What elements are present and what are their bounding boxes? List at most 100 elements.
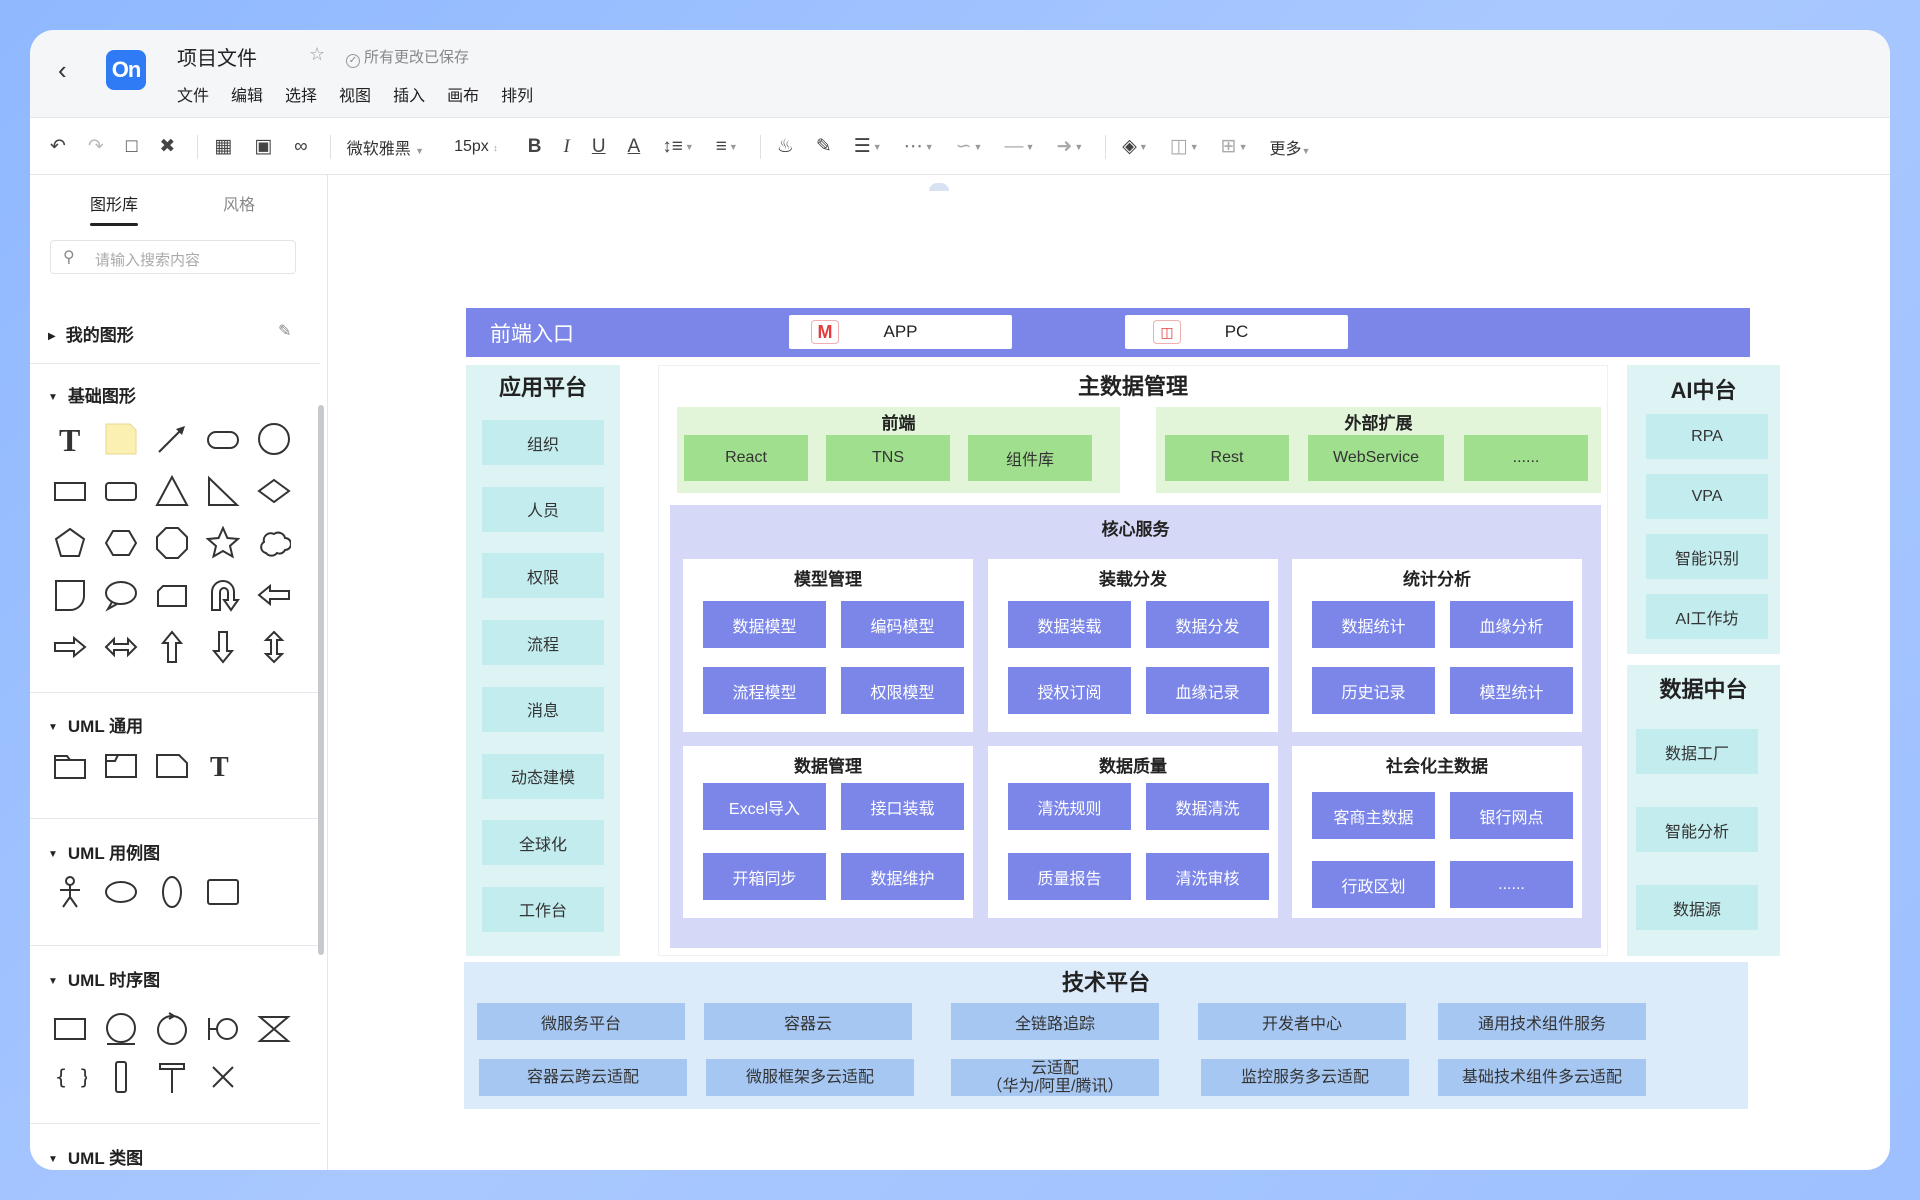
line-width-icon[interactable]: ☰▼ xyxy=(853,136,882,157)
core-service-item[interactable]: 清洗审核 xyxy=(1146,853,1269,900)
entity-icon[interactable] xyxy=(103,1011,139,1047)
edit-icon[interactable]: ✎ xyxy=(278,323,292,340)
right-arrow-icon[interactable] xyxy=(52,629,88,665)
tab-shape-library[interactable]: 图形库 xyxy=(90,191,139,226)
redo-icon[interactable]: ↷ xyxy=(87,136,104,157)
tech-item[interactable]: 全链路追踪 xyxy=(951,1003,1159,1040)
clear-format-icon[interactable]: ✖ xyxy=(159,136,176,157)
core-service-item[interactable]: 清洗规则 xyxy=(1008,783,1131,830)
note-uml-icon[interactable] xyxy=(154,747,190,783)
italic-icon[interactable]: I xyxy=(563,135,570,157)
cloud-icon[interactable] xyxy=(256,525,292,561)
line-color-icon[interactable]: ✎ xyxy=(815,136,832,157)
object-rect-icon[interactable] xyxy=(52,1011,88,1047)
distribute-icon[interactable]: ⊞▼ xyxy=(1220,136,1248,157)
hexagon-icon[interactable] xyxy=(103,525,139,561)
updown-arrow-icon[interactable] xyxy=(256,629,292,665)
line-end-icon[interactable]: ➜▼ xyxy=(1056,136,1084,157)
core-service-item[interactable]: 客商主数据 xyxy=(1312,792,1435,839)
cross-icon[interactable] xyxy=(205,1059,241,1095)
rounded-rect-icon[interactable] xyxy=(205,421,241,457)
external-item[interactable]: WebService xyxy=(1308,435,1444,481)
card-shape-icon[interactable] xyxy=(154,577,190,613)
ai-item[interactable]: RPA xyxy=(1646,414,1768,459)
diamond-icon[interactable] xyxy=(256,473,292,509)
u-arrow-icon[interactable] xyxy=(205,577,241,613)
app-platform-item[interactable]: 消息 xyxy=(482,686,604,732)
app-platform-item[interactable]: 人员 xyxy=(482,486,604,532)
entry-app[interactable]: M APP xyxy=(789,315,1012,349)
app-platform-item[interactable]: 权限 xyxy=(482,553,604,599)
tech-item[interactable]: 容器云 xyxy=(704,1003,912,1040)
core-service-item[interactable]: 银行网点 xyxy=(1450,792,1573,839)
align-icon[interactable]: ≡▼ xyxy=(715,135,738,157)
core-service-item[interactable]: 数据装载 xyxy=(1008,601,1131,648)
core-service-item[interactable]: ...... xyxy=(1450,861,1573,908)
bold-icon[interactable]: B xyxy=(527,135,542,157)
frontend-item[interactable]: 组件库 xyxy=(968,435,1092,481)
ai-item[interactable]: VPA xyxy=(1646,474,1768,519)
link-icon[interactable]: ∞ xyxy=(294,135,308,157)
right-triangle-icon[interactable] xyxy=(205,473,241,509)
app-platform-item[interactable]: 动态建模 xyxy=(482,753,604,799)
circle-icon[interactable] xyxy=(256,421,292,457)
tech-item[interactable]: 微服务平台 xyxy=(477,1003,685,1040)
core-service-item[interactable]: 开箱同步 xyxy=(703,853,826,900)
core-service-item[interactable]: 历史记录 xyxy=(1312,667,1435,714)
font-family-select[interactable]: 微软雅黑 ▼ xyxy=(346,140,425,158)
core-service-item[interactable]: 授权订阅 xyxy=(1008,667,1131,714)
section-uml-general[interactable]: ▼UML 通用 xyxy=(48,712,143,737)
actor-icon[interactable] xyxy=(52,874,88,910)
vertical-ellipse-icon[interactable] xyxy=(154,874,190,910)
lifeline-bar-icon[interactable] xyxy=(103,1059,139,1095)
core-service-item[interactable]: 权限模型 xyxy=(841,667,964,714)
menu-item-1[interactable]: 编辑 xyxy=(231,88,264,105)
back-arrow-icon[interactable]: ‹ xyxy=(58,55,67,85)
section-uml-sequence[interactable]: ▼UML 时序图 xyxy=(48,966,160,991)
document-title[interactable]: 项目文件 xyxy=(177,48,257,70)
control-icon[interactable] xyxy=(154,1011,190,1047)
font-size-select[interactable]: 15px ↕ xyxy=(454,137,498,155)
tech-item[interactable]: 微服框架多云适配 xyxy=(706,1059,914,1096)
core-service-item[interactable]: 数据分发 xyxy=(1146,601,1269,648)
triangle-icon[interactable] xyxy=(154,473,190,509)
section-basic-shapes[interactable]: ▼基础图形 xyxy=(48,382,136,407)
usecase-ellipse-icon[interactable] xyxy=(103,874,139,910)
tech-item[interactable]: 云适配（华为/阿里/腾讯） xyxy=(951,1059,1159,1096)
menu-item-5[interactable]: 画布 xyxy=(447,88,480,105)
app-platform-item[interactable]: 组织 xyxy=(482,420,604,465)
core-service-item[interactable]: 编码模型 xyxy=(841,601,964,648)
core-service-item[interactable]: 接口装载 xyxy=(841,783,964,830)
align-objects-icon[interactable]: ◫▼ xyxy=(1169,136,1199,157)
lifeline-icon[interactable] xyxy=(154,1059,190,1095)
section-uml-usecase[interactable]: ▼UML 用例图 xyxy=(48,839,160,864)
core-service-item[interactable]: 血缘分析 xyxy=(1450,601,1573,648)
tab-style[interactable]: 风格 xyxy=(223,197,256,214)
more-button[interactable]: 更多▼ xyxy=(1269,140,1311,158)
ai-item[interactable]: AI工作坊 xyxy=(1646,594,1768,639)
system-boundary-icon[interactable] xyxy=(205,874,241,910)
round-rect-icon[interactable] xyxy=(103,473,139,509)
section-uml-class[interactable]: ▼UML 类图 xyxy=(48,1144,143,1169)
core-service-item[interactable]: 数据维护 xyxy=(841,853,964,900)
core-service-item[interactable]: 行政区划 xyxy=(1312,861,1435,908)
search-input[interactable]: ⚲ 请输入搜索内容 xyxy=(50,240,296,274)
menu-item-2[interactable]: 选择 xyxy=(285,88,318,105)
note-shape-icon[interactable] xyxy=(103,421,139,457)
ai-item[interactable]: 智能识别 xyxy=(1646,534,1768,579)
octagon-icon[interactable] xyxy=(154,525,190,561)
tech-item[interactable]: 开发者中心 xyxy=(1198,1003,1406,1040)
layers-icon[interactable]: ◈▼ xyxy=(1122,136,1148,157)
data-platform-item[interactable]: 数据源 xyxy=(1636,885,1758,930)
pentagon-icon[interactable] xyxy=(52,525,88,561)
core-service-item[interactable]: 数据模型 xyxy=(703,601,826,648)
rectangle-icon[interactable] xyxy=(52,473,88,509)
frontend-item[interactable]: React xyxy=(684,435,808,481)
font-color-icon[interactable]: A xyxy=(627,135,641,157)
external-item[interactable]: Rest xyxy=(1165,435,1289,481)
underline-icon[interactable]: U xyxy=(591,135,606,157)
format-painter-icon[interactable]: □ xyxy=(125,135,138,157)
text-uml-icon[interactable]: T xyxy=(205,747,241,783)
tech-item[interactable]: 监控服务多云适配 xyxy=(1201,1059,1409,1096)
package-icon[interactable] xyxy=(52,747,88,783)
